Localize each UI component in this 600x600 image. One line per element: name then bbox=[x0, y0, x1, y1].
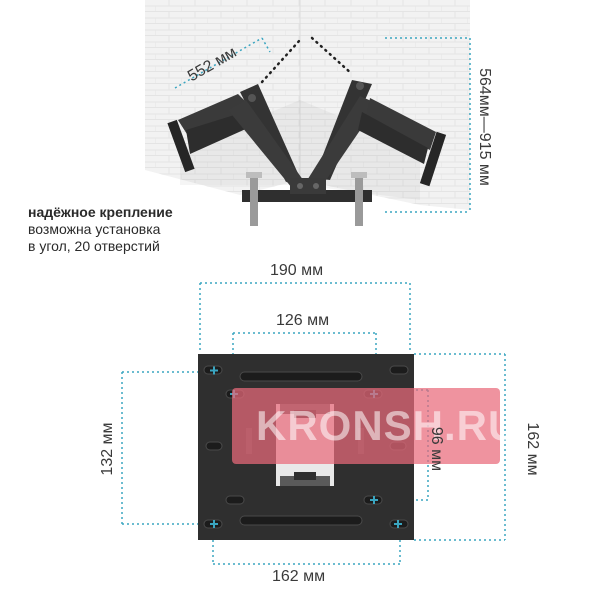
right-height-dimension-line bbox=[414, 353, 506, 541]
arm-length-dimension-line bbox=[174, 37, 263, 89]
bottom-width-dimension-line bbox=[212, 540, 401, 565]
outer-width-label: 190 мм bbox=[270, 262, 324, 279]
right-height-label: 162 мм bbox=[524, 422, 541, 476]
watermark-badge bbox=[232, 388, 500, 464]
description-line-3: в угол, 20 отверстий bbox=[28, 238, 160, 254]
right-wall bbox=[300, 0, 470, 210]
distance-guide-dots bbox=[260, 36, 354, 84]
distance-range-dimension-line bbox=[385, 37, 471, 213]
right-mount-arm bbox=[306, 80, 447, 187]
outer-width-dimension-line bbox=[199, 282, 411, 352]
description-line-2: возможна установка bbox=[28, 221, 161, 237]
left-mount-arm bbox=[167, 84, 306, 188]
left-height-label: 132 мм bbox=[99, 422, 116, 476]
left-height-dimension-line bbox=[121, 371, 210, 525]
inner-height-label: 96 мм bbox=[428, 426, 445, 472]
inner-width-label: 126 мм bbox=[276, 312, 330, 329]
distance-range-label: 564мм—915 мм bbox=[476, 68, 493, 186]
description-line-1: надёжное крепление bbox=[28, 204, 173, 220]
feature-description: надёжное крепление возможна установка в … bbox=[28, 204, 173, 255]
bottom-width-label: 162 мм bbox=[272, 568, 326, 585]
tv-bracket bbox=[242, 172, 372, 226]
watermark-text: KRONSH.RU bbox=[256, 402, 520, 449]
